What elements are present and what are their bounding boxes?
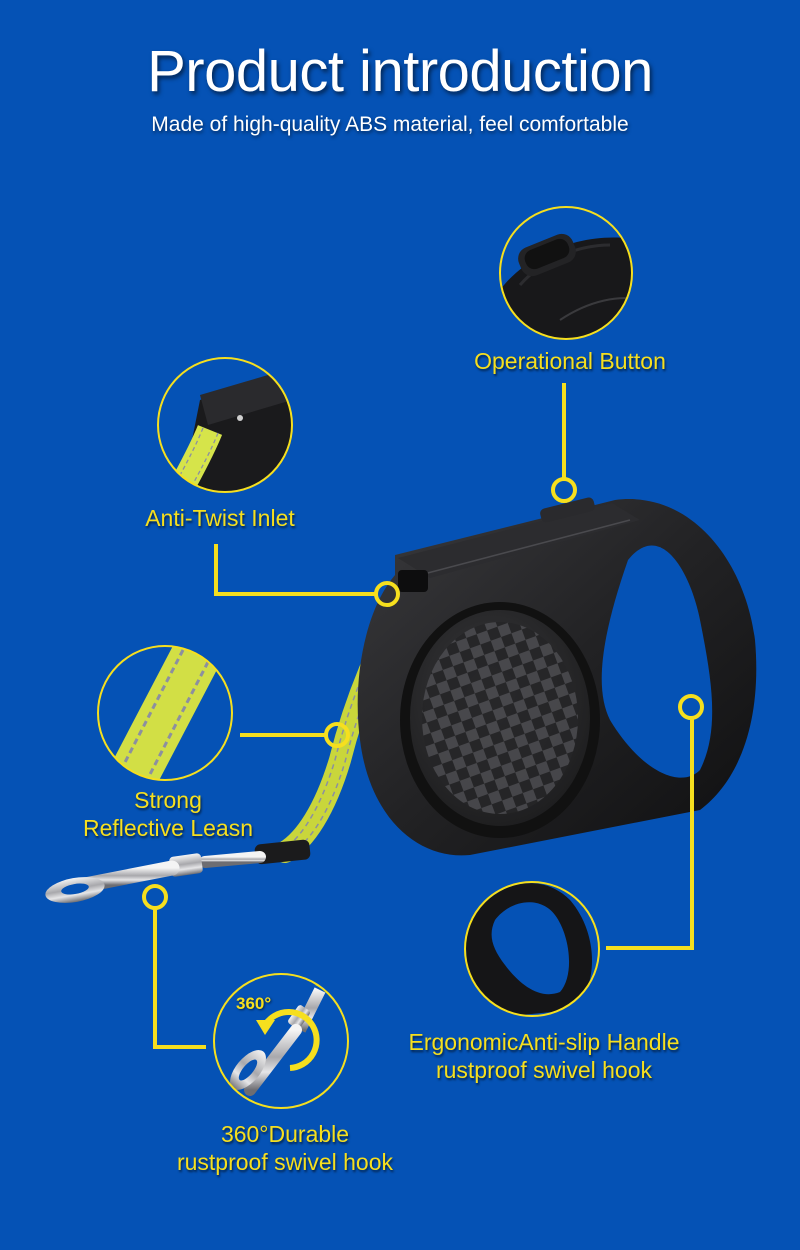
feature-label-ergonomic-handle: ErgonomicAnti-slip Handle rustproof swiv… (374, 1028, 714, 1084)
feature-label-reflective-leash: Strong Reflective Leasn (40, 786, 296, 842)
snap-hook (45, 839, 311, 903)
feature-label-text: Anti-Twist Inlet (145, 505, 295, 531)
feature-label-line1: ErgonomicAnti-slip Handle (408, 1029, 680, 1055)
feature-label-line2: rustproof swivel hook (176, 1149, 394, 1175)
reflective-strap-closeup-icon (97, 645, 233, 781)
retractable-leash-device (274, 497, 757, 863)
button-closeup-icon (499, 206, 633, 340)
handle-closeup-icon (464, 881, 600, 1017)
feature-label-anti-twist-inlet: Anti-Twist Inlet (110, 504, 330, 532)
feature-label-operational-button: Operational Button (440, 347, 700, 375)
feature-label-line1: Strong (134, 787, 202, 813)
feature-label-line1: 360°Durable (220, 1121, 350, 1147)
feature-label-line2: Reflective Leasn (82, 815, 254, 841)
feature-label-text: Operational Button (474, 348, 666, 374)
page-title: Product introduction (147, 39, 653, 104)
swivel-hook-closeup-icon (213, 973, 349, 1109)
rotation-badge: 360° (236, 994, 272, 1013)
feature-label-swivel-hook: 360°Durable rustproof swivel hook (155, 1120, 415, 1176)
callout-connectors (142, 383, 704, 1049)
feature-label-line2: rustproof swivel hook (435, 1057, 653, 1083)
inlet-closeup-icon (157, 357, 293, 493)
page-subtitle: Made of high-quality ABS material, feel … (151, 113, 629, 136)
